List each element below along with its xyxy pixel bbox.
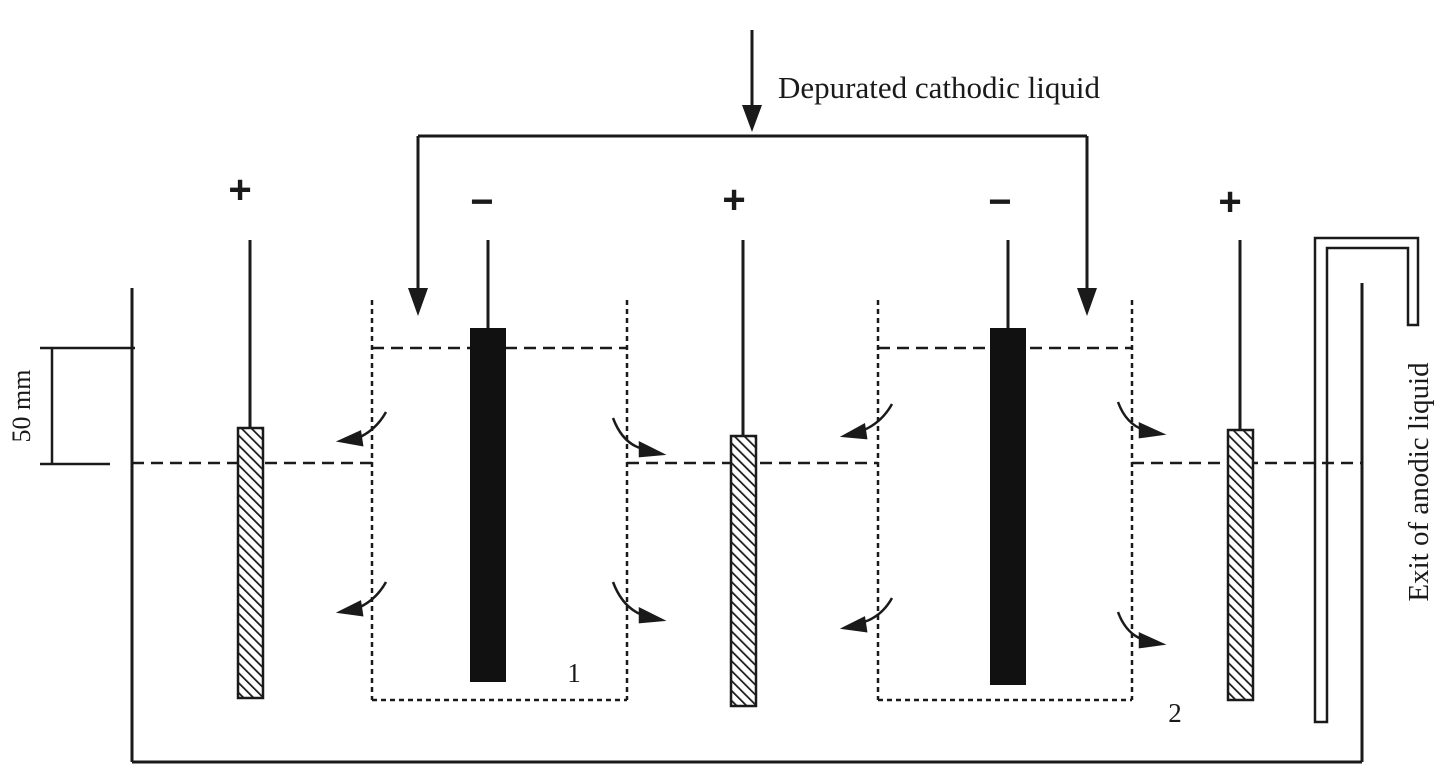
polarity-sign-anode-1: +: [228, 168, 251, 212]
outlet-tube: [1313, 236, 1420, 724]
electrode-cathode-2: [990, 240, 1026, 685]
polarity-sign-cathode-2: −: [988, 180, 1011, 224]
flow-arrow-right-upper-2: [1116, 401, 1167, 439]
flow-arrow-right-lower-1: [611, 581, 667, 624]
flow-arrow-left-upper-2: [839, 403, 894, 440]
flow-arrow-left-lower-1: [335, 581, 388, 617]
electrode-anode-3: [1226, 240, 1255, 702]
dimension-label: 50 mm: [7, 370, 36, 443]
polarity-sign-anode-3: +: [1218, 180, 1241, 224]
polarity-sign-anode-2: +: [722, 178, 745, 222]
dimension-marker: [40, 346, 135, 466]
inlet-arrowheads: [408, 105, 1097, 316]
flow-arrow-right-lower-2: [1116, 611, 1167, 649]
inlet-arrowhead-main: [742, 105, 762, 132]
compartment-label-1: 1: [567, 658, 581, 688]
electrode-anode-1: [236, 240, 265, 700]
inlet-label: Depurated cathodic liquid: [778, 70, 1100, 105]
tank: [130, 283, 1364, 764]
flow-arrow-left-lower-2: [839, 597, 894, 633]
flow-arrow-right-upper-1: [611, 417, 667, 458]
flow-arrows: [335, 401, 1167, 649]
inlet-arrowhead-right: [1077, 288, 1097, 316]
inlet-pipe: [416, 30, 1089, 292]
compartment-label-2: 2: [1168, 698, 1182, 728]
electrode-cathode-1: [470, 240, 506, 682]
flow-arrow-left-upper-1: [335, 411, 388, 447]
cathode-compartment-1: [370, 300, 629, 702]
inlet-arrowhead-left: [408, 288, 428, 316]
polarity-sign-cathode-1: −: [470, 180, 493, 224]
electrode-anode-2: [729, 240, 758, 708]
exit-label: Exit of anodic liquid: [1403, 362, 1435, 602]
